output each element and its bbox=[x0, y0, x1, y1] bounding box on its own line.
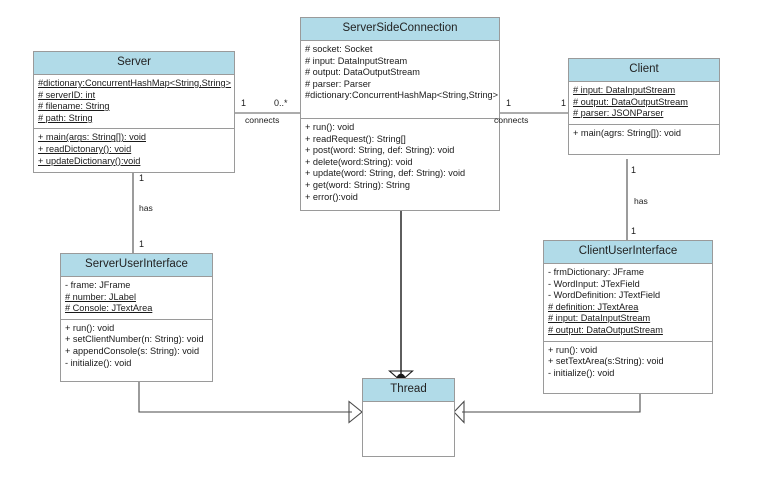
attribute-row: - WordDefinition: JTextField bbox=[548, 290, 661, 301]
class-box-client-user-interface[interactable]: ClientUserInterface - frmDictionary: JFr… bbox=[543, 240, 713, 394]
attribute-row: # input: DataInputStream bbox=[305, 55, 408, 66]
attribute-row: # filename: String bbox=[38, 101, 110, 112]
method-row: + run(): void bbox=[305, 122, 355, 132]
attribute-row: # serverID: int bbox=[38, 89, 96, 100]
attribute-row: # output: DataOutputStream bbox=[548, 324, 663, 335]
method-row: + run(): void bbox=[65, 322, 115, 333]
method-row: + run(): void bbox=[548, 344, 598, 355]
attribute-row: #dictionary:ConcurrentHashMap<String,Str… bbox=[305, 90, 499, 101]
method-row: + error():void bbox=[305, 191, 358, 202]
attribute-row: # Console: JTextArea bbox=[65, 303, 153, 314]
method-row: + updateDictionary():void bbox=[38, 155, 141, 166]
attributes-compartment-server-side-connection: # socket: Socket # input: DataInputStrea… bbox=[301, 41, 499, 118]
method-row: + setClientNumber(n: String): void bbox=[65, 334, 204, 345]
attribute-row: # number: JLabel bbox=[65, 291, 136, 302]
class-box-server-user-interface[interactable]: ServerUserInterface - frame: JFrame # nu… bbox=[60, 253, 213, 382]
method-row: + delete(word:String): void bbox=[305, 156, 413, 167]
attributes-compartment-client: # input: DataInputStream # output: DataO… bbox=[569, 82, 719, 124]
multiplicity-server-has-top: 1 bbox=[139, 173, 145, 183]
relationship-label-connects-right: connects bbox=[494, 115, 529, 125]
method-row: + main(args: String[]): void bbox=[38, 132, 146, 143]
method-row: + get(word: String): String bbox=[305, 179, 410, 190]
class-title-client: Client bbox=[569, 59, 719, 82]
attribute-row: # output: DataOutputStream bbox=[573, 96, 688, 107]
multiplicity-cui-has-bottom: 1 bbox=[631, 226, 637, 236]
method-row: - initialize(): void bbox=[65, 357, 132, 368]
body-compartment-thread bbox=[363, 402, 454, 479]
attributes-compartment-server-user-interface: - frame: JFrame # number: JLabel # Conso… bbox=[61, 277, 212, 319]
class-box-server[interactable]: Server #dictionary:ConcurrentHashMap<Str… bbox=[33, 51, 235, 174]
method-row: + readRequest(): String[] bbox=[305, 133, 406, 144]
relationship-label-connects-left: connects bbox=[245, 115, 280, 125]
class-title-client-user-interface: ClientUserInterface bbox=[544, 241, 712, 264]
methods-compartment-client-user-interface: + run(): void + setTextArea(s:String): v… bbox=[544, 340, 712, 393]
class-title-server-side-connection: ServerSideConnection bbox=[301, 18, 499, 41]
attribute-row: # path: String bbox=[38, 112, 93, 123]
method-row: + update(word: String, def: String): voi… bbox=[305, 168, 466, 179]
multiplicity-client-connects: 1 bbox=[561, 98, 567, 108]
attributes-compartment-server: #dictionary:ConcurrentHashMap<String,Str… bbox=[34, 75, 234, 128]
attribute-row: # parser: Parser bbox=[305, 78, 371, 89]
attributes-compartment-client-user-interface: - frmDictionary: JFrame - WordInput: JTe… bbox=[544, 264, 712, 341]
attribute-row: # parser: JSONParser bbox=[573, 108, 664, 119]
methods-compartment-server: + main(args: String[]): void + readDicto… bbox=[34, 128, 234, 172]
methods-compartment-client: + main(agrs: String[]): void bbox=[569, 123, 719, 154]
class-box-thread[interactable]: Thread bbox=[362, 378, 455, 457]
class-title-thread: Thread bbox=[363, 379, 454, 402]
class-title-server: Server bbox=[34, 52, 234, 75]
attribute-row: # socket: Socket bbox=[305, 44, 373, 54]
multiplicity-sui-has-bottom: 1 bbox=[139, 239, 145, 249]
relationship-label-has-left: has bbox=[139, 203, 153, 213]
multiplicity-ssc-connects-right: 1 bbox=[506, 98, 512, 108]
attribute-row: - WordInput: JTexField bbox=[548, 278, 640, 289]
sui-thread-triangle bbox=[348, 400, 363, 424]
method-row: + appendConsole(s: String): void bbox=[65, 345, 200, 356]
multiplicity-ssc-connects-left: 0..* bbox=[274, 98, 288, 108]
methods-compartment-server-user-interface: + run(): void + setClientNumber(n: Strin… bbox=[61, 318, 212, 381]
attribute-row: # definition: JTextArea bbox=[548, 301, 639, 312]
relationship-label-has-right: has bbox=[634, 196, 648, 206]
attribute-row: - frame: JFrame bbox=[65, 280, 131, 290]
method-row: + main(agrs: String[]): void bbox=[573, 127, 681, 138]
attribute-row: # input: DataInputStream bbox=[548, 313, 651, 324]
method-row: + setTextArea(s:String): void bbox=[548, 356, 664, 367]
method-row: + readDictonary(): void bbox=[38, 143, 132, 154]
attribute-row: #dictionary:ConcurrentHashMap<String,Str… bbox=[38, 78, 232, 88]
class-title-server-user-interface: ServerUserInterface bbox=[61, 254, 212, 277]
class-box-client[interactable]: Client # input: DataInputStream # output… bbox=[568, 58, 720, 155]
multiplicity-client-has-top: 1 bbox=[631, 165, 637, 175]
attribute-row: # output: DataOutputStream bbox=[305, 67, 420, 78]
class-box-server-side-connection[interactable]: ServerSideConnection # socket: Socket # … bbox=[300, 17, 500, 211]
cui-thread-triangle bbox=[453, 400, 465, 424]
multiplicity-server-connects: 1 bbox=[241, 98, 247, 108]
method-row: + post(word: String, def: String): void bbox=[305, 145, 455, 156]
attribute-row: # input: DataInputStream bbox=[573, 85, 676, 95]
attribute-row: - frmDictionary: JFrame bbox=[548, 267, 644, 277]
method-row: - initialize(): void bbox=[548, 367, 615, 378]
methods-compartment-server-side-connection: + run(): void + readRequest(): String[] … bbox=[301, 118, 499, 210]
